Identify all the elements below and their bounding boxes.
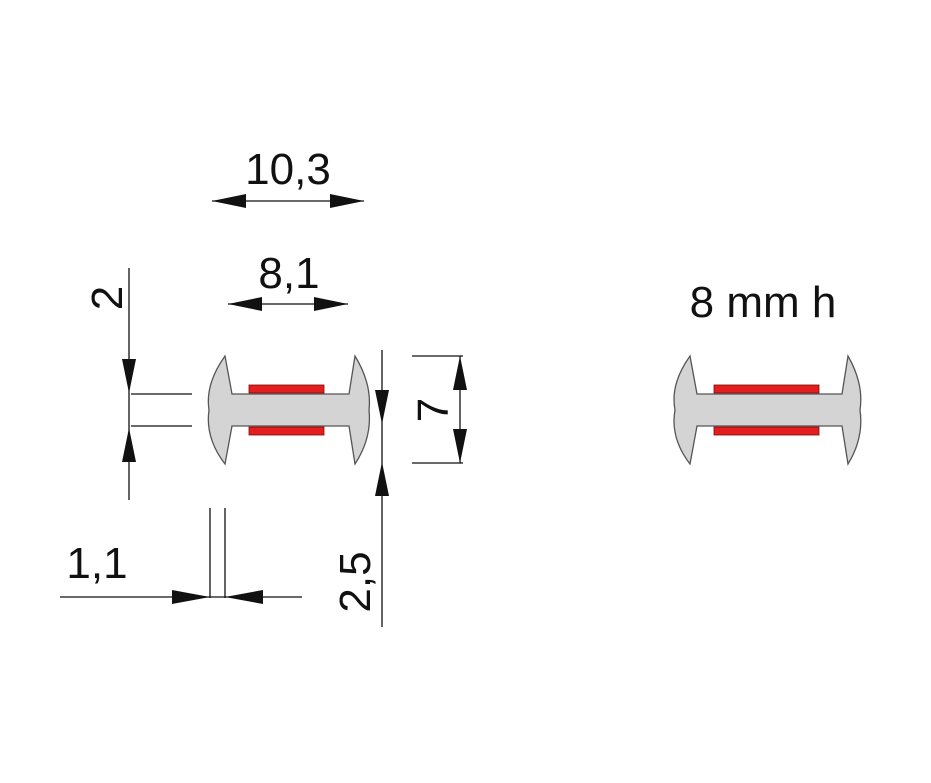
stripe-bottom-left <box>248 426 325 436</box>
profile-right <box>673 354 862 466</box>
dimension-height: 7 <box>409 355 467 464</box>
dimension-bottom-offset: 2,5 <box>331 350 389 627</box>
dimension-label-bottom-offset: 2,5 <box>331 551 380 612</box>
dimension-inner-width: 8,1 <box>228 249 348 311</box>
dimension-label-height: 7 <box>409 398 458 422</box>
product-label: 8 mm h <box>690 278 837 327</box>
dimension-label-overall-width: 10,3 <box>245 145 331 194</box>
profile-right-body <box>673 354 862 466</box>
stripe-bottom-right <box>713 426 820 436</box>
dimension-label-inner-width: 8,1 <box>258 249 319 298</box>
profile-left <box>207 354 371 466</box>
stripe-top-right <box>713 384 820 394</box>
dimension-overall-width: 10,3 <box>212 145 364 208</box>
stripe-top-left <box>248 384 325 394</box>
dimension-flange-thickness: 1,1 <box>60 508 302 604</box>
dimension-label-flange-thickness: 1,1 <box>66 539 127 588</box>
profile-left-body <box>207 354 371 466</box>
dimension-label-gap: 2 <box>83 286 132 310</box>
dimension-gap: 2 <box>83 268 192 500</box>
